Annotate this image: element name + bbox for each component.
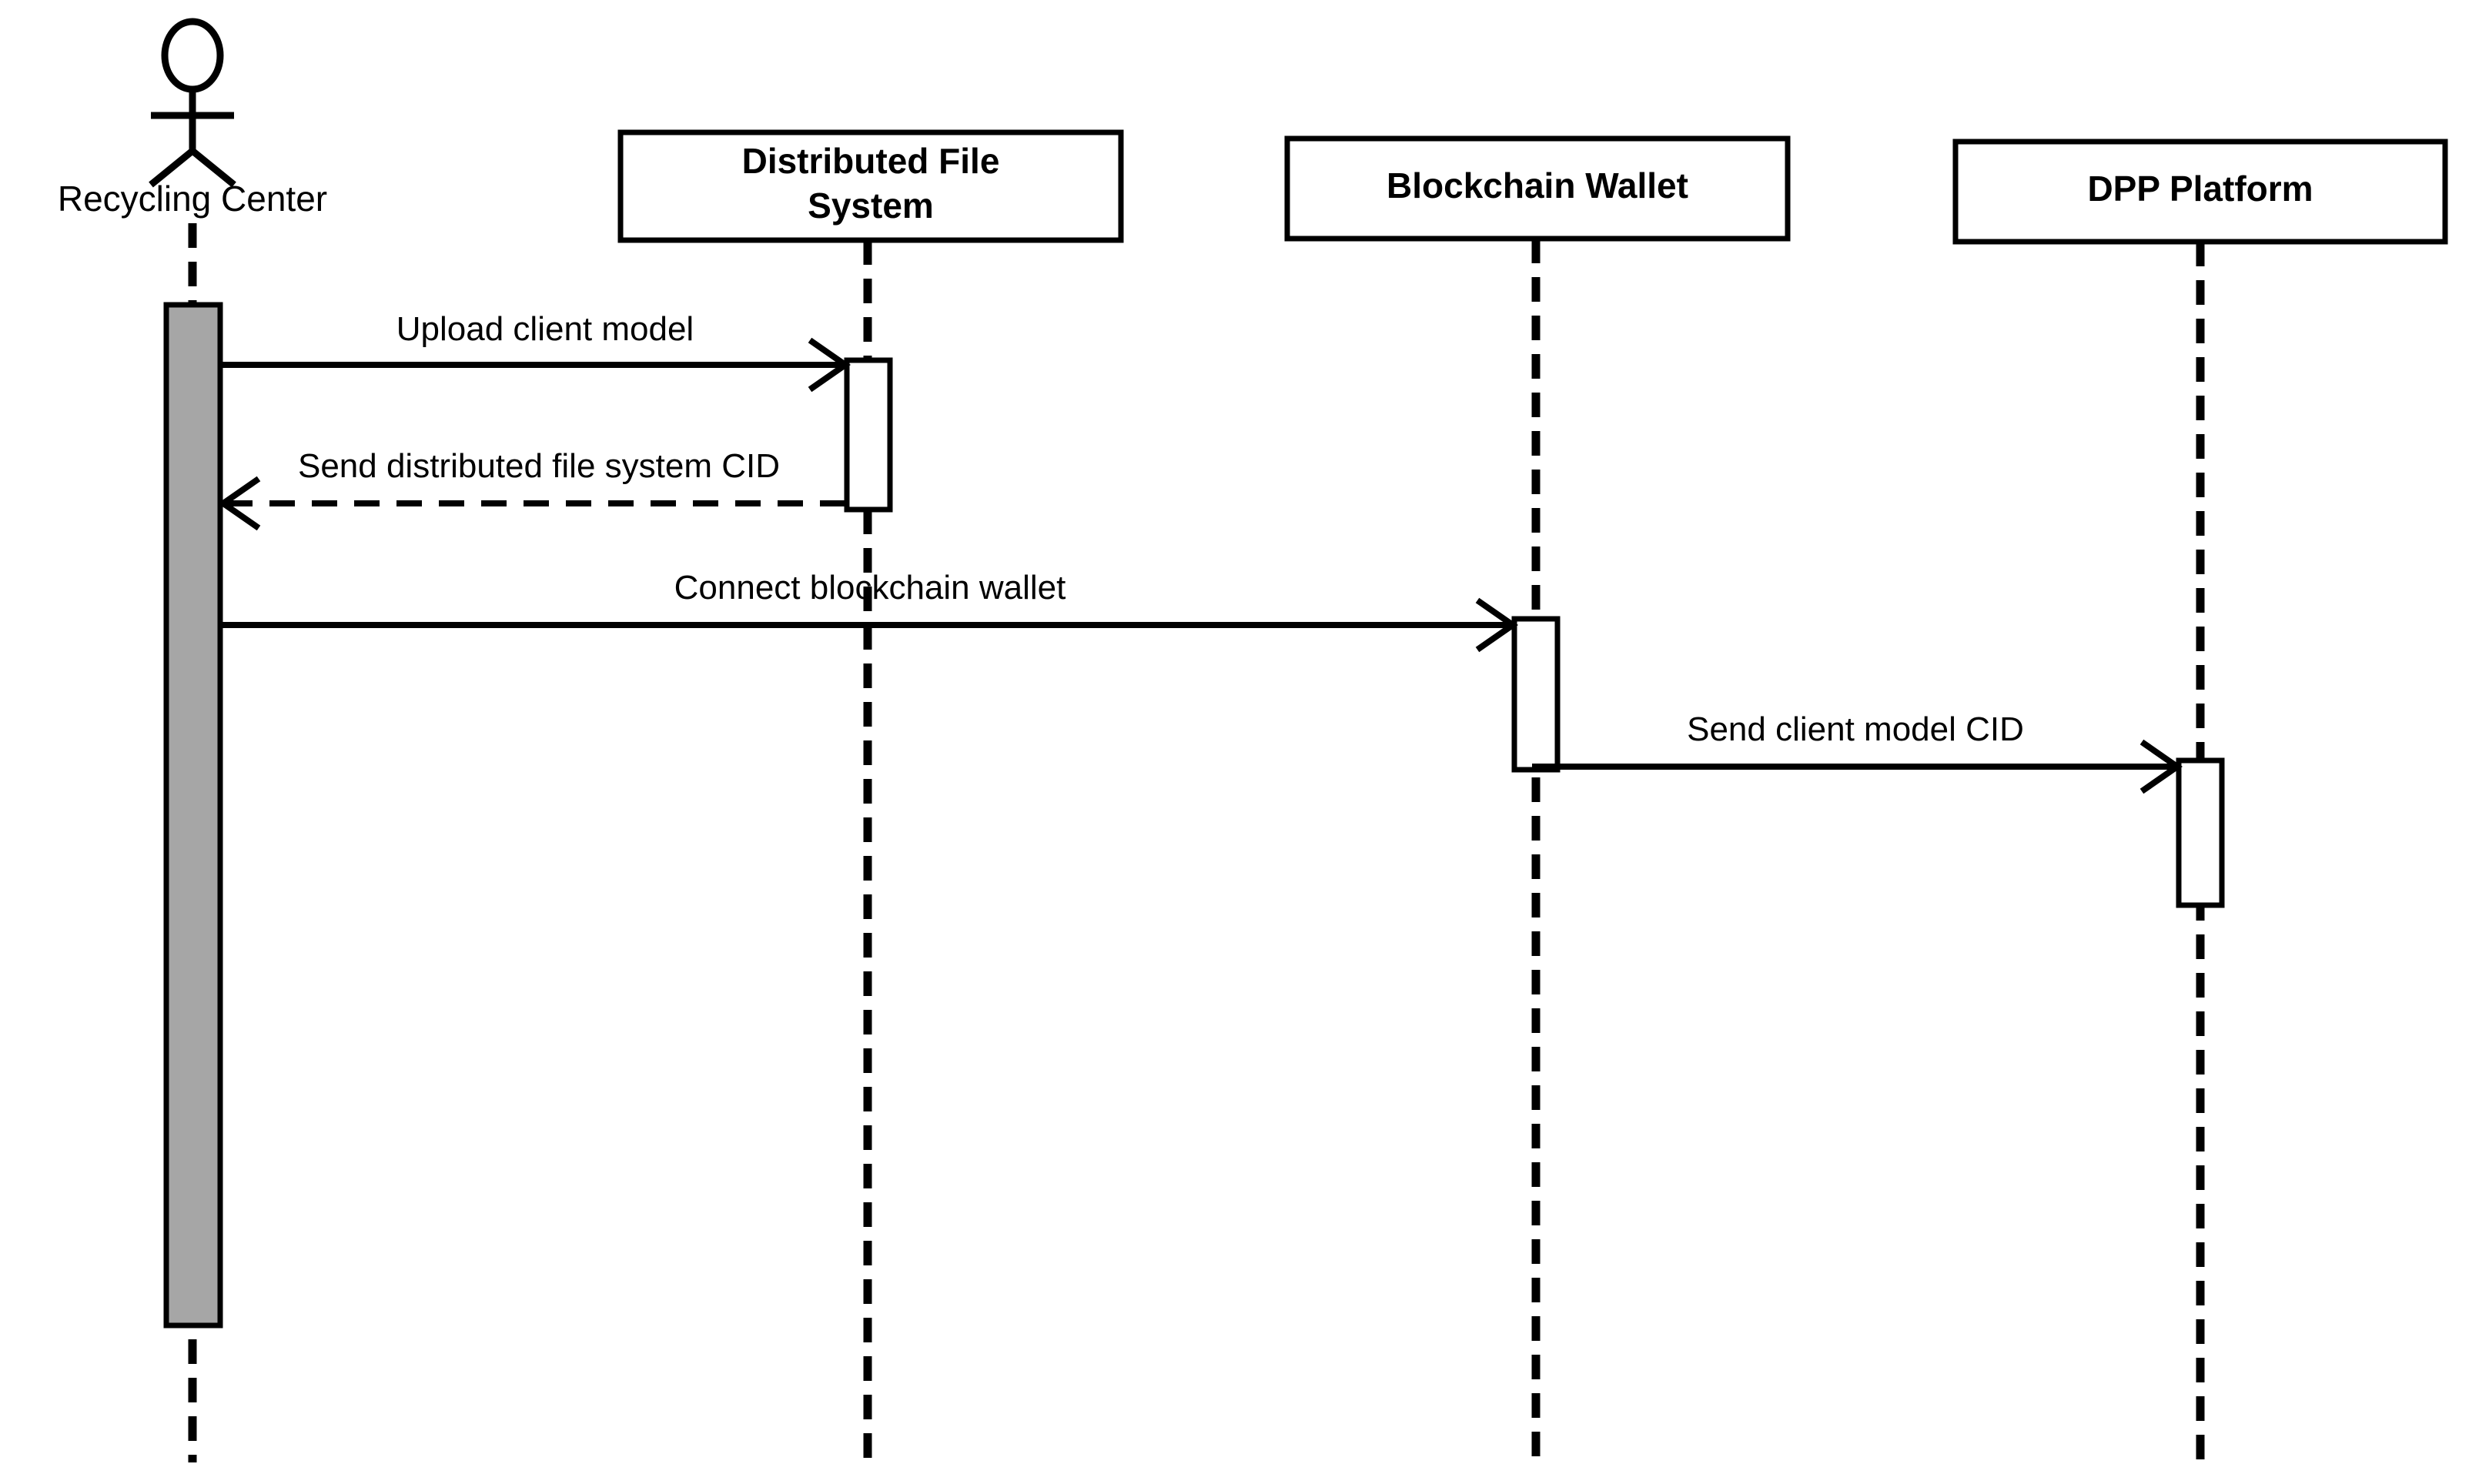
message-msg-upload-client-model[interactable]: Upload client model [220, 310, 851, 393]
activation-recycling-center[interactable] [163, 302, 223, 1329]
message-msg-connect-blockchain-wallet[interactable]: Connect blockchain wallet [220, 569, 1519, 653]
message-arrowhead-msg-connect-blockchain-wallet [1475, 597, 1519, 653]
label-line: DPP Platform [2087, 169, 2313, 209]
lifelines-layer [188, 223, 2205, 1462]
participant-blockchain-wallet: Blockchain Wallet [1284, 135, 1791, 242]
message-arrowhead-msg-send-distributed-file-system-cid [217, 476, 261, 531]
participant-dpp-platform: DPP Platform [1952, 139, 2448, 245]
message-label-msg-send-distributed-file-system-cid: Send distributed file system CID [298, 447, 780, 485]
message-msg-send-distributed-file-system-cid[interactable]: Send distributed file system CID [217, 447, 845, 531]
message-label-msg-send-client-model-cid: Send client model CID [1687, 710, 2024, 748]
activation-distributed-file-system[interactable] [844, 357, 893, 513]
message-arrowhead-msg-upload-client-model [808, 337, 851, 393]
message-arrowhead-msg-send-client-model-cid [2139, 739, 2183, 794]
label-line: System [808, 186, 934, 226]
label-line: Distributed File [742, 141, 1000, 181]
message-msg-send-client-model-cid[interactable]: Send client model CID [1532, 710, 2183, 794]
message-label-msg-upload-client-model: Upload client model [396, 310, 694, 348]
activation-blockchain-wallet[interactable] [1511, 616, 1561, 773]
message-label-msg-connect-blockchain-wallet: Connect blockchain wallet [674, 569, 1066, 607]
actor-leg-right-icon [190, 148, 236, 188]
label-line: Blockchain Wallet [1387, 165, 1688, 206]
participant-box-distributed-file-system[interactable] [617, 129, 1124, 243]
participant-label-dpp-platform: DPP Platform [2087, 169, 2313, 209]
activations-layer [163, 302, 2225, 1329]
participant-recycling-center: Recycling Center [58, 18, 327, 219]
actor-head-icon [161, 18, 224, 93]
actor-leg-left-icon [149, 148, 195, 188]
activation-dpp-platform[interactable] [2176, 757, 2225, 908]
participant-box-blockchain-wallet[interactable] [1284, 135, 1791, 242]
participant-label-blockchain-wallet: Blockchain Wallet [1387, 165, 1688, 206]
participant-label-recycling-center: Recycling Center [58, 179, 327, 219]
